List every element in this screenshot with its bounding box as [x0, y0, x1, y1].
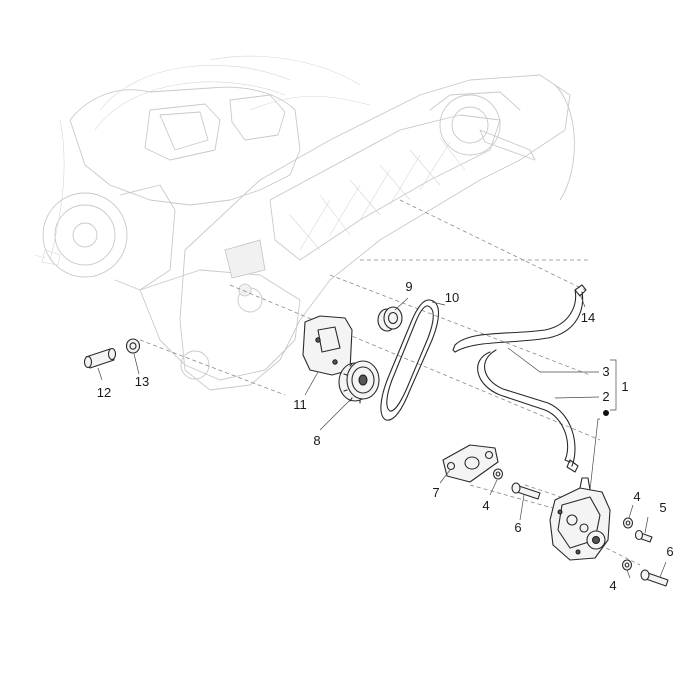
bullet-icon	[603, 410, 609, 416]
part-1-oil-pump	[549, 477, 611, 561]
part-13-bush	[125, 338, 141, 354]
callout-14: 14	[581, 310, 595, 325]
callout-5: 5	[659, 500, 666, 515]
callout-3: 3	[602, 364, 609, 379]
callout-12: 12	[97, 385, 111, 400]
part-10-drive-belt	[380, 299, 440, 421]
callout-labels: 12 13 11 8 9 10 14 3 2 1 7 4 6 4 5 6 4	[97, 279, 674, 593]
part-6-bolts	[511, 482, 669, 587]
callout-4-lower-right: 4	[609, 578, 616, 593]
callout-6-right: 6	[666, 544, 673, 559]
part-3-hose	[452, 289, 584, 353]
part-7-gasket	[442, 444, 499, 483]
callout-4-left: 4	[482, 498, 489, 513]
part-8-gear-pulley	[338, 360, 380, 404]
assembly-dashed-lines	[139, 199, 641, 566]
callout-13: 13	[135, 374, 149, 389]
part-11-cover-plate	[302, 315, 353, 376]
engine-housing-ghost	[34, 55, 575, 391]
callout-10: 10	[445, 290, 459, 305]
callout-9: 9	[405, 279, 412, 294]
leader-lines	[97, 293, 667, 579]
callout-11: 11	[293, 397, 307, 412]
part-14-clip	[574, 284, 587, 297]
callout-1: 1	[621, 379, 628, 394]
callout-2: 2	[602, 389, 609, 404]
part-5-screw	[634, 529, 653, 543]
callout-8: 8	[313, 433, 320, 448]
callout-4-upper-right: 4	[633, 489, 640, 504]
part-12-dowel-pin	[83, 347, 117, 369]
part-9-seal-ring	[377, 306, 403, 332]
callout-7: 7	[432, 485, 439, 500]
part-4-washers	[492, 468, 634, 571]
part-2-hose	[477, 349, 579, 473]
callout-6-left: 6	[514, 520, 521, 535]
